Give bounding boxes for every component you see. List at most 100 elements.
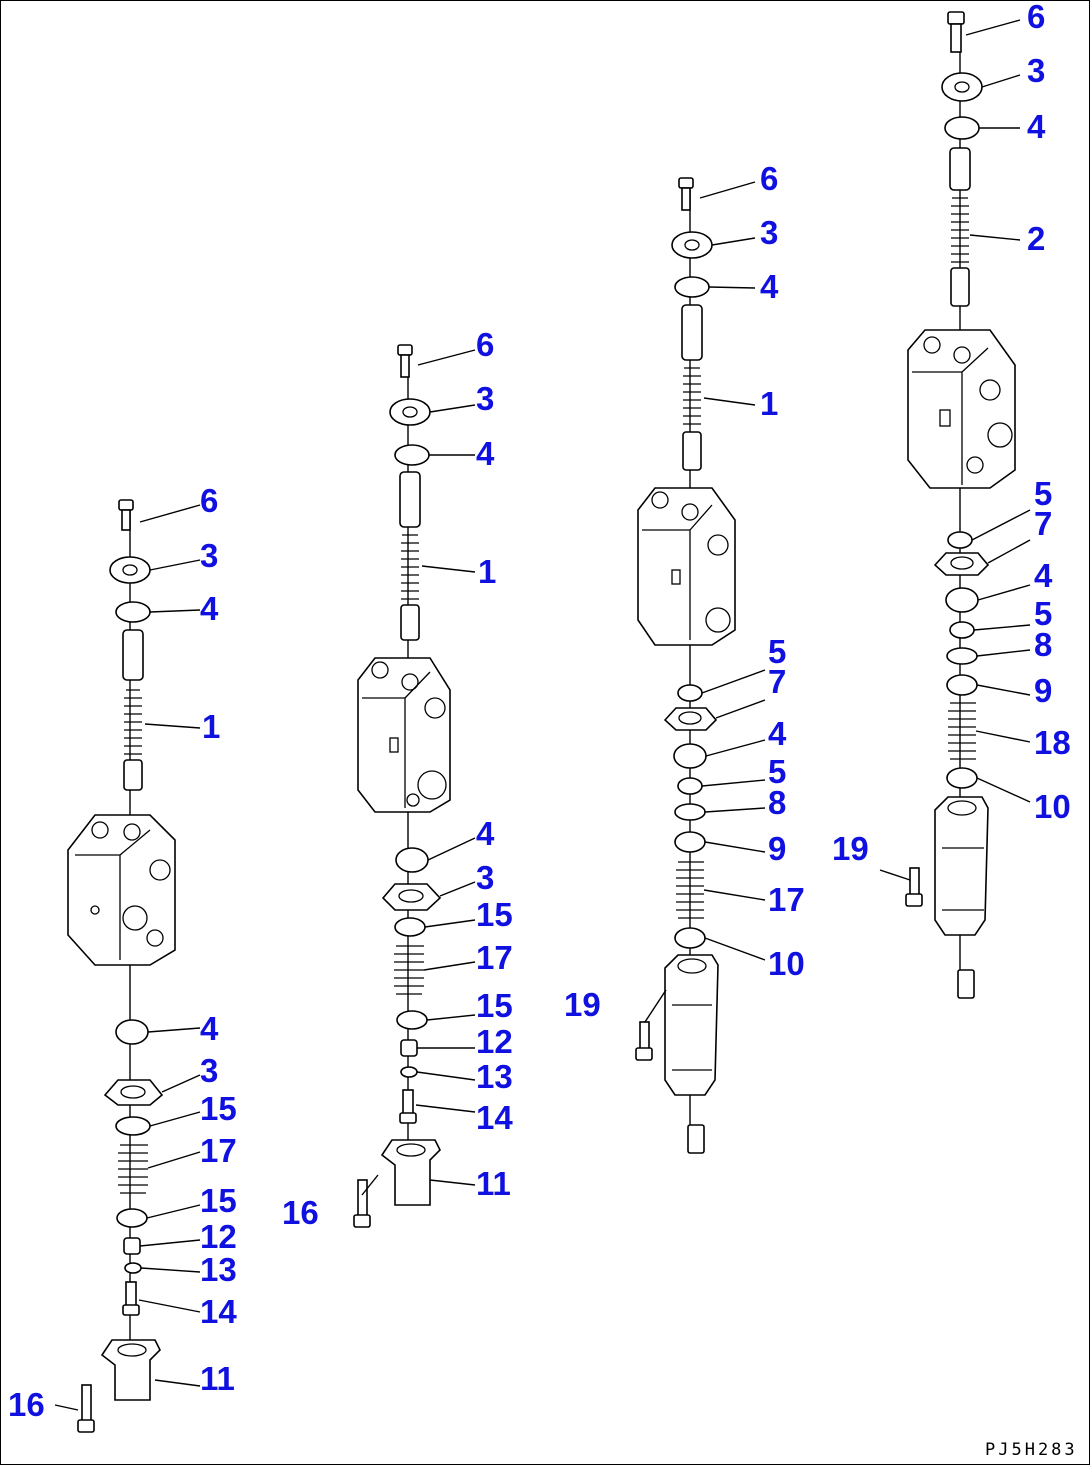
callout-b-8: 17 bbox=[476, 939, 513, 976]
seat-part-d9 bbox=[946, 674, 978, 696]
callout-c-8: 5 bbox=[768, 753, 786, 790]
seal-part-d4b bbox=[945, 587, 979, 613]
leaders-b bbox=[361, 349, 476, 1196]
callout-c-5: 5 bbox=[768, 633, 786, 670]
assembly-c: 6 3 4 1 5 7 4 5 8 9 17 10 19 bbox=[564, 160, 805, 1154]
valve-body-b bbox=[357, 657, 451, 813]
callout-d-12: 10 bbox=[1034, 788, 1071, 825]
washer-part-d8 bbox=[946, 647, 978, 665]
callout-b-6: 3 bbox=[476, 859, 494, 896]
callout-d-6: 7 bbox=[1034, 505, 1052, 542]
bolt-part-b6 bbox=[397, 344, 413, 378]
plate-part-d7 bbox=[933, 552, 990, 576]
oring-part-d5b bbox=[949, 621, 975, 639]
valve-body-a bbox=[67, 814, 176, 966]
ring-part-a13 bbox=[124, 1262, 142, 1274]
plug-part-b12 bbox=[400, 1039, 418, 1057]
retainer-part-c10 bbox=[674, 927, 706, 949]
spring-part-d18 bbox=[948, 702, 976, 760]
plate-part-c7 bbox=[663, 707, 718, 731]
bolt-part-c6 bbox=[678, 177, 694, 211]
retainer-part-b15b bbox=[396, 1010, 428, 1030]
bolt-part-b16 bbox=[353, 1179, 371, 1228]
spring-part-c17 bbox=[676, 861, 704, 919]
callout-d-11: 18 bbox=[1034, 724, 1071, 761]
assembly-a: 6 3 4 1 4 3 15 17 15 12 13 14 11 16 bbox=[8, 482, 237, 1433]
leaders-c bbox=[644, 181, 766, 1023]
bolt-part-a16 bbox=[77, 1384, 95, 1433]
callout-c-7: 4 bbox=[768, 715, 787, 752]
callout-b-4: 1 bbox=[478, 553, 496, 590]
bolt-part-c19 bbox=[635, 1021, 653, 1061]
callout-b-5: 4 bbox=[476, 815, 495, 852]
spool-part-b1 bbox=[399, 471, 421, 641]
callout-d-9: 8 bbox=[1034, 626, 1052, 663]
leaders-d bbox=[879, 19, 1031, 881]
seal-part-b4 bbox=[394, 444, 430, 466]
callout-b-3: 4 bbox=[476, 435, 495, 472]
callout-a-9: 15 bbox=[200, 1182, 237, 1219]
callout-b-14: 16 bbox=[282, 1194, 319, 1231]
plug-part-a12 bbox=[123, 1237, 141, 1255]
cover-part-b11 bbox=[380, 1139, 441, 1206]
callout-a-3: 4 bbox=[200, 590, 219, 627]
spool-part-c1 bbox=[681, 304, 703, 471]
callout-c-11: 17 bbox=[768, 881, 805, 918]
seal-part-a4 bbox=[115, 601, 151, 623]
callout-a-5: 4 bbox=[200, 1010, 219, 1047]
callout-b-13: 11 bbox=[476, 1165, 511, 1202]
valve-body-c bbox=[637, 487, 736, 646]
callout-c-10: 9 bbox=[768, 830, 786, 867]
callout-b-10: 12 bbox=[476, 1023, 513, 1060]
retainer-part-a15b bbox=[116, 1208, 148, 1228]
flange-part-c3 bbox=[671, 231, 713, 259]
callout-d-2: 3 bbox=[1027, 52, 1045, 89]
callout-b-11: 13 bbox=[476, 1058, 513, 1095]
leaders-a bbox=[54, 504, 201, 1411]
callout-b-2: 3 bbox=[476, 380, 494, 417]
flange-part-b3b bbox=[381, 883, 442, 911]
flange-part-b3 bbox=[389, 398, 431, 426]
callout-a-11: 13 bbox=[200, 1251, 237, 1288]
callout-d-13: 19 bbox=[832, 830, 869, 867]
callout-d-10: 9 bbox=[1034, 672, 1052, 709]
bolt-part-d19 bbox=[905, 867, 923, 907]
washer-part-c8 bbox=[674, 803, 706, 821]
assembly-b: 6 3 4 1 4 3 15 17 15 12 13 14 11 16 bbox=[282, 326, 513, 1231]
flange-part-a3 bbox=[109, 556, 151, 584]
seal-part-c4b bbox=[673, 743, 707, 769]
callout-a-7: 15 bbox=[200, 1090, 237, 1127]
seal-part-d4 bbox=[944, 116, 980, 140]
spring-part-a17 bbox=[118, 1144, 148, 1194]
callout-c-9: 8 bbox=[768, 784, 786, 821]
callout-b-12: 14 bbox=[476, 1099, 513, 1136]
screw-part-b14 bbox=[399, 1089, 417, 1124]
cover-part-a11 bbox=[100, 1339, 161, 1401]
screw-part-a14 bbox=[122, 1281, 140, 1316]
bolt-part-d6 bbox=[947, 11, 965, 53]
retainer-part-d10 bbox=[946, 767, 978, 789]
oring-part-c5 bbox=[677, 684, 703, 702]
callout-c-6: 7 bbox=[768, 663, 786, 700]
callout-b-7: 15 bbox=[476, 896, 513, 933]
callout-a-14: 16 bbox=[8, 1386, 45, 1423]
callout-a-13: 11 bbox=[200, 1360, 235, 1397]
callout-c-13: 19 bbox=[564, 986, 601, 1023]
callout-a-6: 3 bbox=[200, 1052, 218, 1089]
seal-part-a4b bbox=[115, 1019, 149, 1045]
callout-b-9: 15 bbox=[476, 987, 513, 1024]
seat-part-c9 bbox=[674, 831, 706, 853]
oring-part-d5 bbox=[947, 531, 973, 549]
solenoid-part-c bbox=[664, 954, 719, 1154]
callout-a-1: 6 bbox=[200, 482, 218, 519]
callout-a-2: 3 bbox=[200, 537, 218, 574]
callout-d-4: 2 bbox=[1027, 220, 1045, 257]
drawing-code: PJ5H283 bbox=[985, 1440, 1078, 1460]
seal-part-b4b bbox=[395, 847, 429, 873]
callout-a-8: 17 bbox=[200, 1132, 237, 1169]
callout-c-12: 10 bbox=[768, 945, 805, 982]
callout-c-2: 3 bbox=[760, 214, 778, 251]
callout-b-1: 6 bbox=[476, 326, 494, 363]
callout-d-7: 4 bbox=[1034, 557, 1053, 594]
